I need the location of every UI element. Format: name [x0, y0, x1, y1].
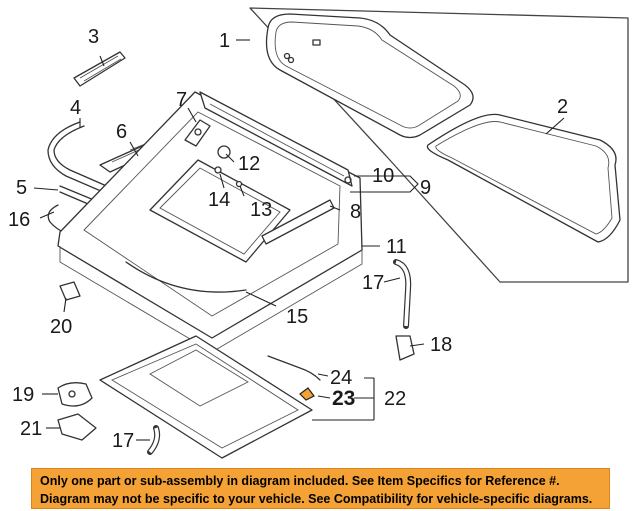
callout-16: 16: [8, 209, 30, 231]
callout-9: 9: [420, 177, 431, 199]
callout-14: 14: [208, 189, 230, 211]
glass-panel-group: [249, 7, 629, 283]
sunroof-exploded-diagram: 1 2 3 4 5 6 7 8 9 10 11 12 13 14 15 16 1…: [8, 7, 629, 459]
callout-4: 4: [70, 97, 81, 119]
callout-1: 1: [219, 30, 230, 52]
callout-19: 19: [12, 384, 34, 406]
front-seal-4: [47, 121, 239, 245]
callout-17b: 17: [112, 430, 134, 452]
callout-22: 22: [384, 388, 406, 410]
retainer-clip-20: [59, 281, 81, 301]
callout-2: 2: [557, 96, 568, 118]
check-valve-18: [395, 335, 415, 361]
callout-5: 5: [16, 177, 27, 199]
callout-18: 18: [430, 334, 452, 356]
sunroof-glass-1: [265, 13, 474, 139]
deflector-strip-3: [73, 51, 126, 87]
callout-24: 24: [330, 367, 352, 389]
callout-21: 21: [20, 418, 42, 440]
callout-15: 15: [286, 306, 308, 328]
sunshade-panel-22: [99, 335, 313, 459]
disclaimer-line-2: Diagram may not be specific to your vehi…: [40, 492, 593, 506]
callout-12: 12: [238, 153, 260, 175]
bracket-7: [184, 119, 211, 147]
callout-13: 13: [250, 199, 272, 221]
callout-20: 20: [50, 316, 72, 338]
callout-3: 3: [88, 26, 99, 48]
sunroof-glass-2: [426, 113, 621, 243]
callout-6: 6: [116, 121, 127, 143]
drive-cable-15: [125, 261, 247, 293]
callout-10: 10: [372, 165, 394, 187]
highlighted-part-23: [299, 387, 315, 401]
screw-13: [235, 180, 243, 188]
callout-7: 7: [176, 89, 187, 111]
callout-17a: 17: [362, 272, 384, 294]
rod-24: [267, 355, 321, 381]
disclaimer-line-1: Only one part or sub-assembly in diagram…: [40, 474, 560, 488]
callout-23: 23: [332, 387, 355, 410]
leader-lines: [33, 39, 565, 441]
callout-labels: 1 2 3 4 5 6 7 8 9 10 11 12 13 14 15 16 1…: [8, 26, 568, 452]
clip-14: [214, 166, 222, 174]
callout-11: 11: [386, 236, 407, 258]
callout-8: 8: [350, 201, 361, 223]
motor-21: [57, 413, 97, 441]
disclaimer-banner: Only one part or sub-assembly in diagram…: [31, 468, 610, 509]
